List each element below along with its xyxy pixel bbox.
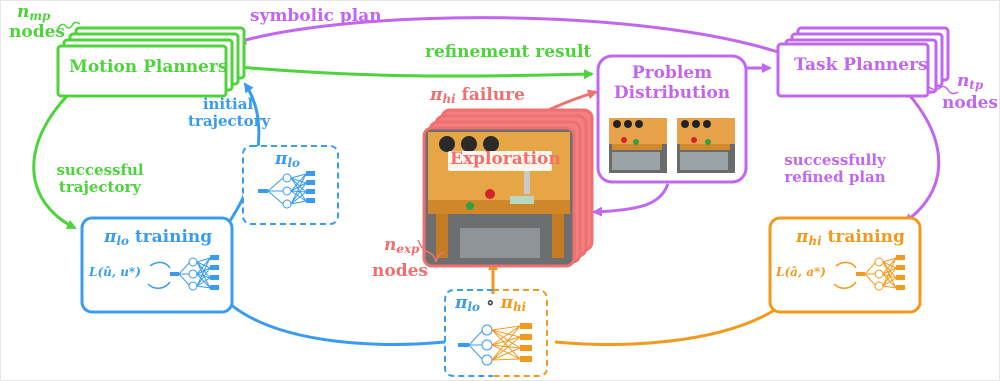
successful-trajectory-line1: successful — [56, 161, 144, 179]
composite-box-orange-half — [493, 289, 548, 377]
initial-trajectory-line2: trajectory — [188, 112, 271, 131]
lo-policy-symbol: πlo — [275, 149, 300, 170]
distribution-thumbnail-1 — [609, 118, 667, 173]
motion-planners-label: Motion Planners — [69, 57, 228, 77]
successful-trajectory-arrow — [32, 86, 77, 230]
n-exp-label: nexp — [384, 235, 420, 256]
hi-loss-label: L(â, a*) — [776, 265, 826, 279]
refinement-result-arrow — [227, 64, 594, 80]
successful-trajectory-label: successful trajectory — [40, 161, 160, 197]
n-tp-label: ntp — [957, 71, 984, 92]
hi-training-network-icon — [856, 255, 905, 291]
successfully-refined-line2: refined plan — [784, 168, 886, 187]
hi-loss-cycle-arrow — [833, 261, 857, 289]
refinement-result-label: refinement result — [425, 42, 592, 62]
brace-exp — [417, 239, 445, 263]
lo-loss-cycle-arrow — [147, 261, 171, 289]
composite-box-blue-half — [444, 289, 493, 377]
nodes-mp-label: nodes — [9, 22, 65, 42]
hi-failure-label: πhi failure — [430, 85, 525, 106]
hi-training-label: πhi training — [796, 227, 905, 248]
successfully-refined-line1: successfully — [784, 151, 886, 169]
task-planners-stack — [776, 26, 950, 98]
exploration-scene — [428, 132, 570, 258]
problem-distribution-line1: Problem — [631, 63, 713, 83]
nodes-tp-label: nodes — [942, 93, 998, 113]
brace-mp — [57, 21, 81, 29]
nodes-exp-label: nodes — [372, 261, 428, 281]
distribution-to-exploration-arrow — [592, 183, 670, 217]
initial-trajectory-line1: initial — [202, 95, 254, 113]
lo-loss-label: L(û, u*) — [89, 265, 141, 279]
composite-policy-label: πlo ∘ πhi — [455, 293, 527, 314]
problem-distribution-line2: Distribution — [613, 82, 731, 103]
symbolic-plan-label: symbolic plan — [250, 6, 382, 26]
composite-network-icon — [458, 323, 532, 366]
exploration-label: Exploration — [450, 149, 561, 169]
lo-policy-box — [242, 145, 339, 225]
task-planners-label: Task Planners — [794, 55, 928, 75]
brace-tp — [927, 85, 959, 95]
successfully-refined-plan-label: successfully refined plan — [770, 151, 900, 187]
successful-trajectory-line2: trajectory — [58, 178, 142, 197]
successfully-refined-plan-arrow — [903, 88, 941, 224]
lo-to-composite-curve — [229, 302, 446, 346]
symbolic-plan-arrow — [236, 16, 779, 54]
n-mp-label: nmp — [17, 2, 51, 23]
motion-planners-stack — [56, 26, 246, 98]
problem-distribution-label: Problem Distribution — [598, 63, 746, 103]
lo-training-network-icon — [170, 255, 219, 291]
lo-policy-network-icon — [258, 171, 315, 209]
initial-trajectory-label: initial trajectory — [188, 95, 271, 131]
lo-training-label: πlo training — [104, 227, 213, 248]
hi-to-composite-curve — [554, 306, 779, 346]
distribution-thumbnail-2 — [677, 118, 735, 173]
